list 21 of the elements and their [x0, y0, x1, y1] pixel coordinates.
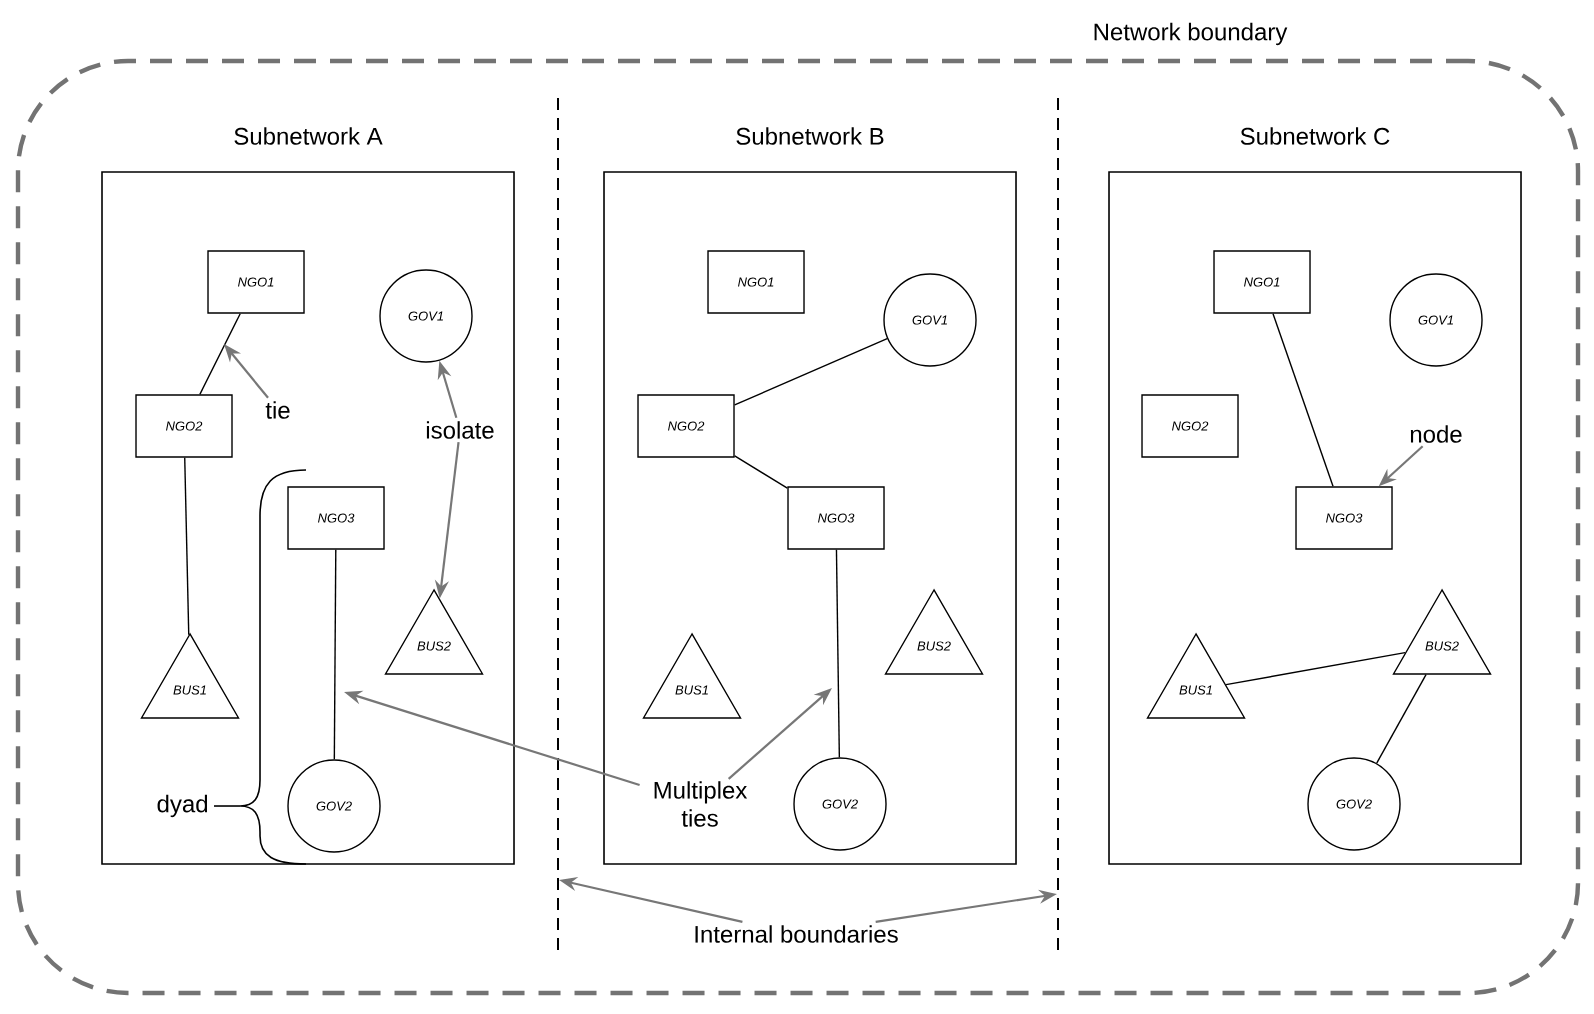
tie-line — [333, 549, 337, 760]
tie-line — [734, 455, 788, 489]
boundary-line — [1057, 93, 1059, 951]
node-label: Subnetwork A — [234, 127, 383, 145]
callout-text: node — [1410, 425, 1462, 443]
node-label: Network boundary — [1094, 22, 1288, 46]
node-label: Subnetwork B — [736, 127, 884, 145]
tie-line — [835, 549, 841, 759]
tie-line — [1225, 651, 1406, 686]
callout-text: Internal boundaries — [695, 925, 898, 943]
tie-line — [1376, 674, 1427, 764]
boundary-line — [557, 93, 559, 951]
callout-text: isolate — [426, 421, 494, 439]
tie-line — [199, 313, 241, 395]
tie-line — [184, 457, 190, 636]
node-label: Subnetwork C — [1240, 127, 1390, 145]
tie-line — [1272, 313, 1334, 487]
callout-text: Multiplex ties — [654, 781, 748, 827]
callout-text: tie — [265, 401, 290, 419]
callout-text: dyad — [157, 794, 208, 818]
tie-line — [734, 337, 888, 406]
